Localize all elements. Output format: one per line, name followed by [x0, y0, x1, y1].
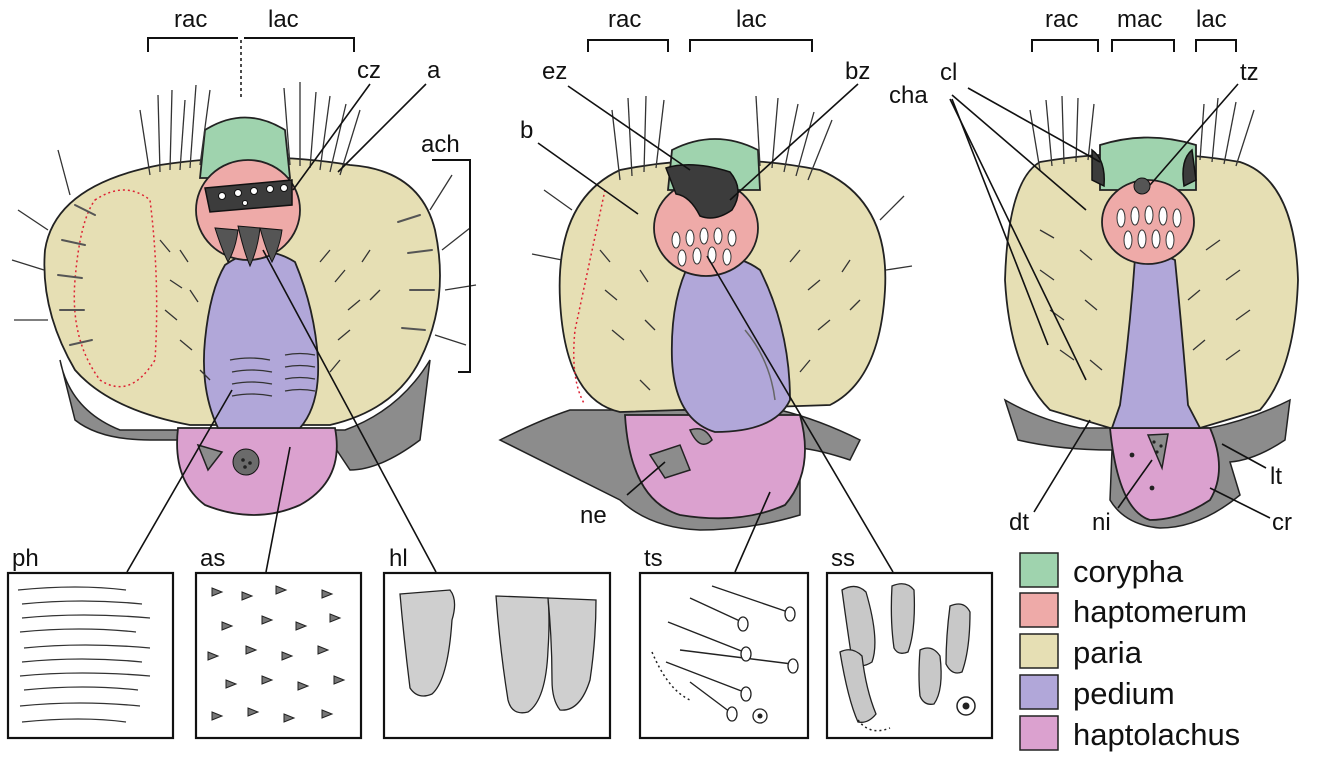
legend-label-haptolachus: haptolachus	[1073, 717, 1240, 752]
label-ni: ni	[1092, 509, 1111, 536]
label-bz: bz	[845, 58, 870, 85]
label-lac-left: lac	[268, 6, 299, 33]
legend-label-paria: paria	[1073, 635, 1143, 670]
label-cl: cl	[940, 59, 957, 86]
pedium-region	[204, 252, 318, 428]
label-dt: dt	[1009, 509, 1029, 536]
inset-ts	[640, 573, 808, 738]
label-lac-right: lac	[1196, 6, 1227, 33]
inset-as	[196, 573, 361, 738]
label-lt: lt	[1270, 463, 1282, 490]
specimen-left	[12, 38, 476, 515]
label-cha: cha	[889, 82, 928, 109]
label-b: b	[520, 117, 533, 144]
label-cr: cr	[1272, 509, 1292, 536]
specimen-right	[1005, 40, 1298, 528]
label-lac-mid: lac	[736, 6, 767, 33]
label-inset-ss: ss	[831, 545, 855, 572]
label-cz: cz	[357, 57, 381, 84]
label-rac-right: rac	[1045, 6, 1078, 33]
label-ne: ne	[580, 502, 607, 529]
label-inset-ts: ts	[644, 545, 663, 572]
legend-swatch-haptomerum	[1020, 593, 1058, 627]
label-mac: mac	[1117, 6, 1162, 33]
legend-label-haptomerum: haptomerum	[1073, 594, 1247, 629]
legend-label-pedium: pedium	[1073, 676, 1175, 711]
legend-label-corypha: corypha	[1073, 554, 1184, 589]
inset-ss	[827, 573, 992, 738]
label-inset-hl: hl	[389, 545, 408, 572]
label-rac-left: rac	[174, 6, 207, 33]
legend-swatch-corypha	[1020, 553, 1058, 587]
haptolachus-region	[177, 428, 337, 515]
legend-swatch-paria	[1020, 634, 1058, 668]
inset-hl	[384, 573, 610, 738]
label-tz: tz	[1240, 59, 1259, 86]
legend-swatch-pedium	[1020, 675, 1058, 709]
specimen-middle	[500, 40, 912, 530]
label-a: a	[427, 57, 441, 84]
label-inset-ph: ph	[12, 545, 39, 572]
label-inset-as: as	[200, 545, 225, 572]
legend-swatch-haptolachus	[1020, 716, 1058, 750]
inset-ph	[8, 573, 173, 738]
legend: corypha haptomerum paria pedium haptolac…	[1020, 553, 1247, 752]
label-ach: ach	[421, 131, 460, 158]
label-ez: ez	[542, 58, 567, 85]
label-rac-mid: rac	[608, 6, 641, 33]
